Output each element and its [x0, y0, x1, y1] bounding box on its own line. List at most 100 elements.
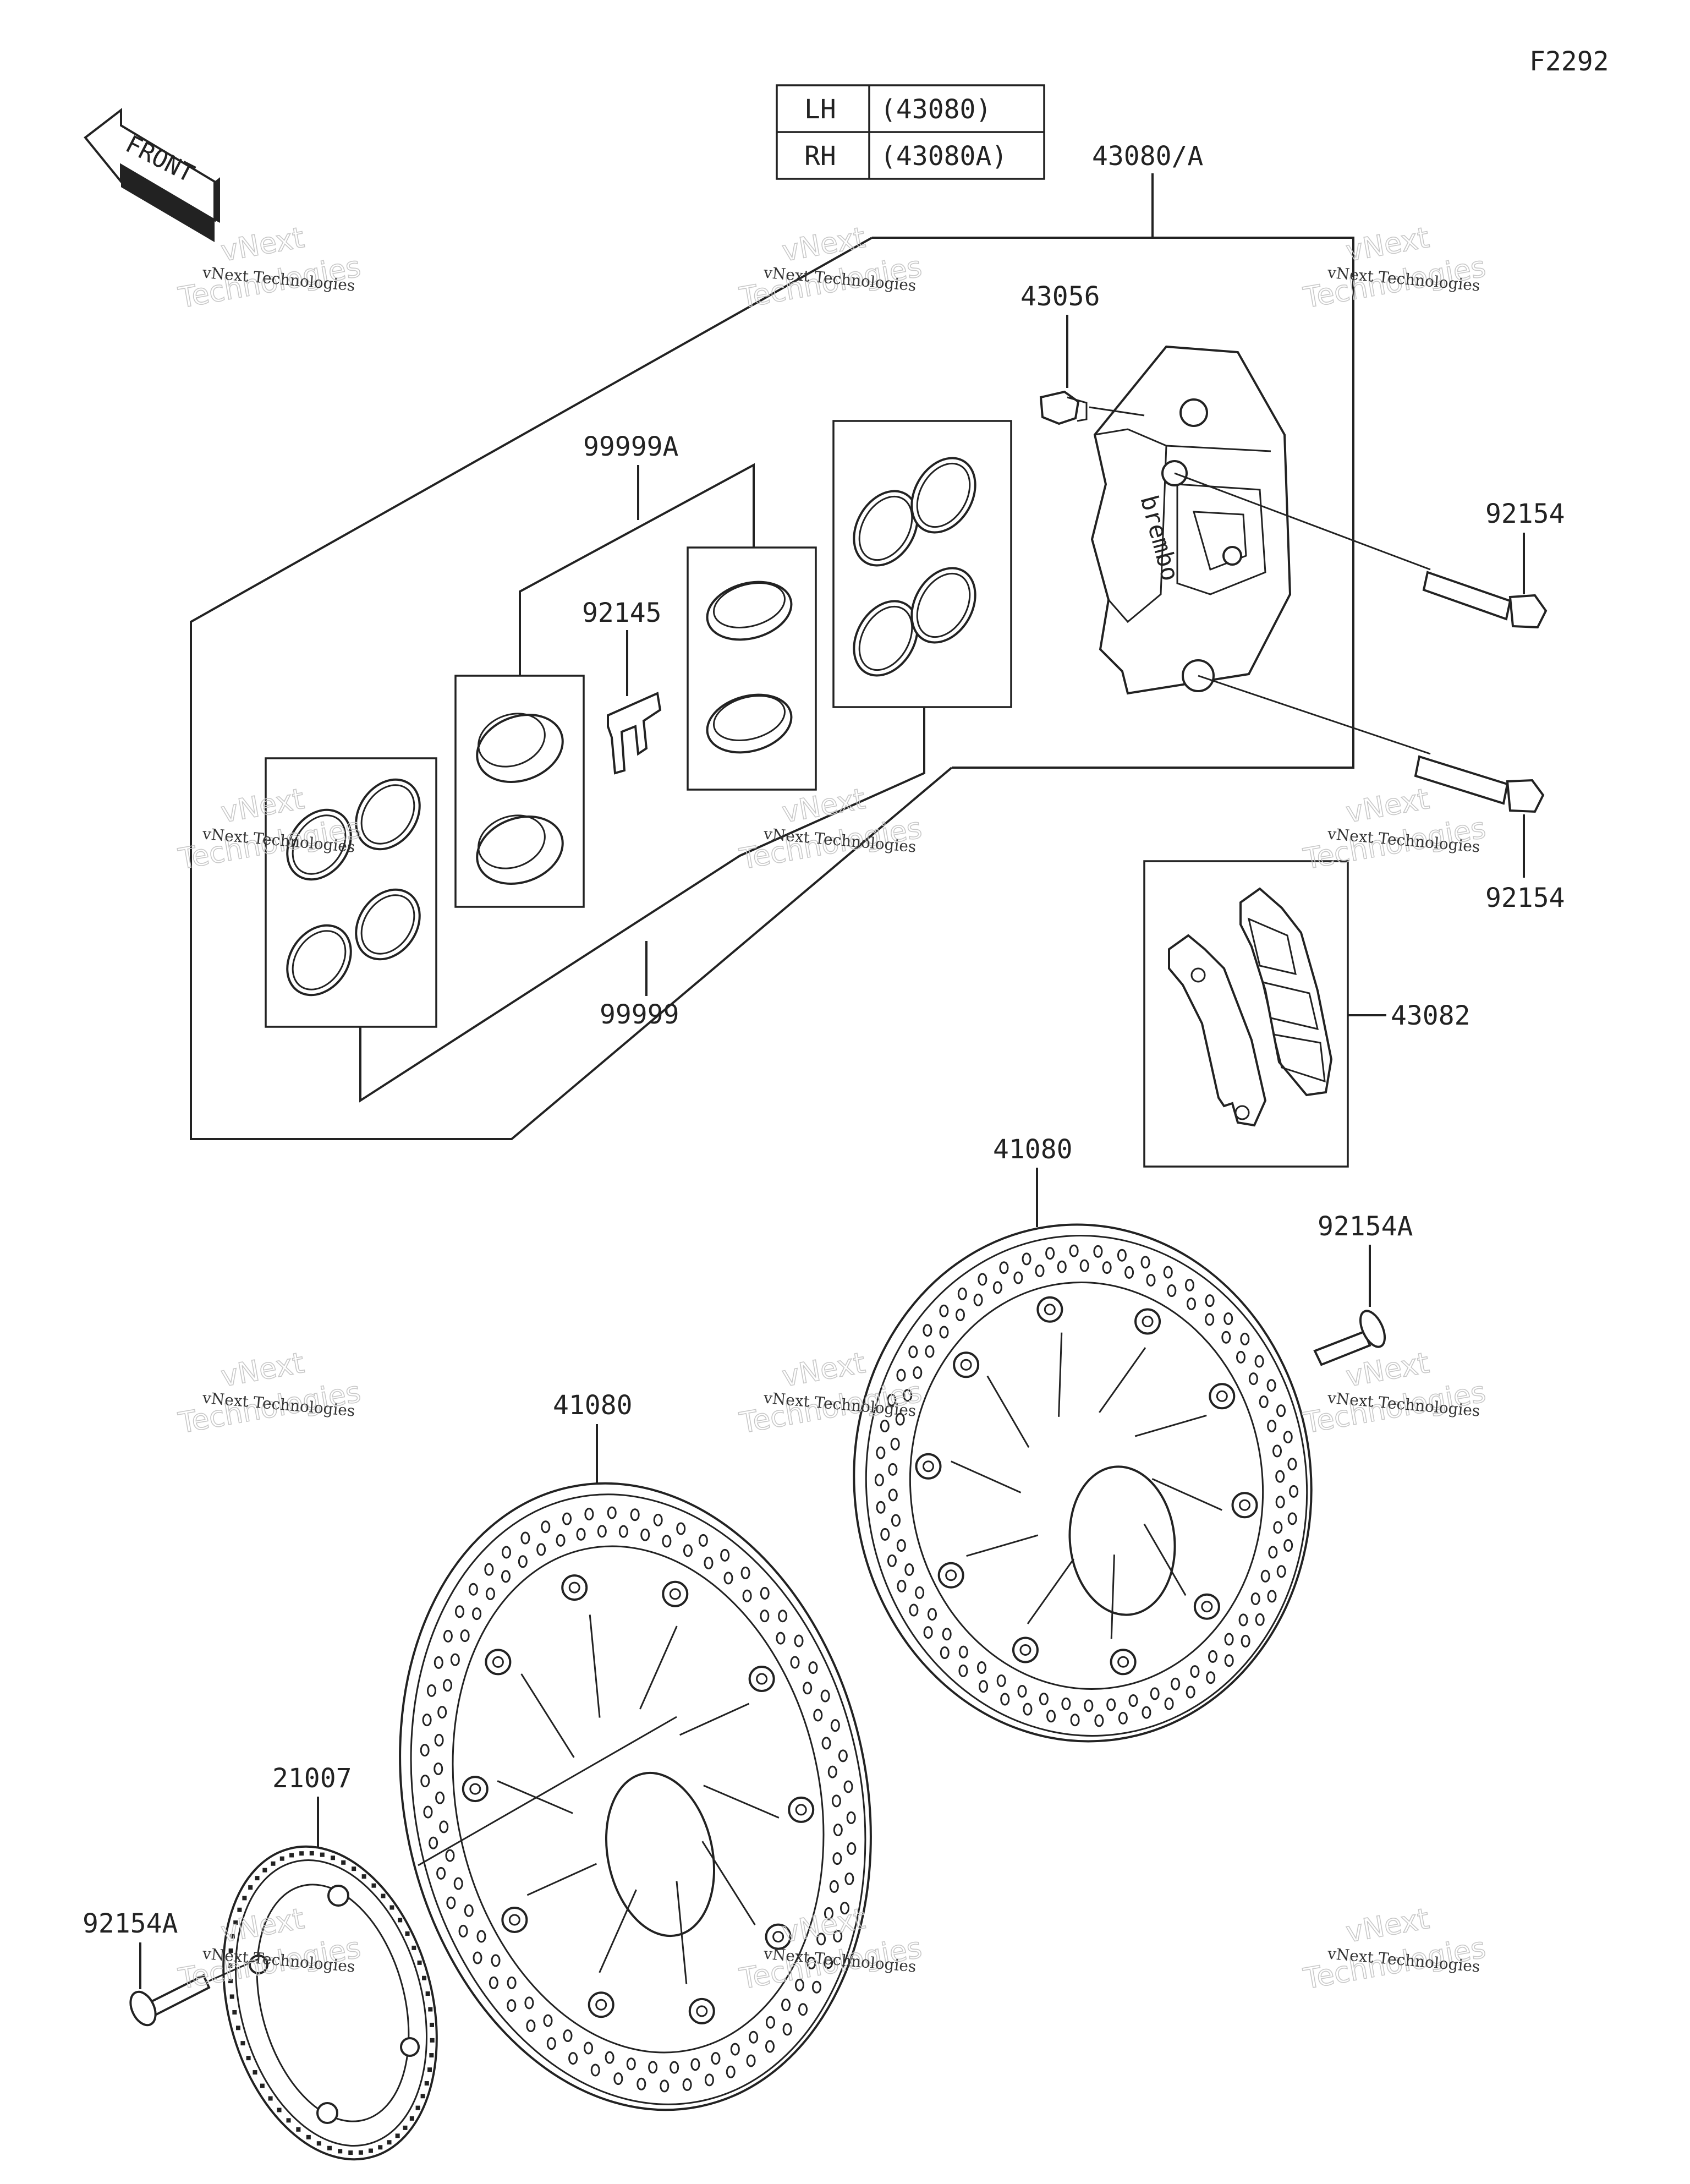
drill-hole: [939, 1304, 949, 1317]
drill-hole: [1273, 1521, 1283, 1534]
floating-button-center: [696, 2005, 708, 2017]
drill-hole: [1224, 1633, 1234, 1646]
drill-hole: [1208, 1650, 1218, 1663]
drill-hole: [1206, 1671, 1216, 1684]
drill-hole: [890, 1437, 900, 1450]
brake-caliper: brembo: [1090, 345, 1292, 695]
rotor-tooth: [381, 1893, 386, 1898]
rotor-tooth: [242, 1896, 247, 1901]
drill-hole: [464, 1904, 474, 1917]
drill-hole: [1221, 1331, 1231, 1344]
drill-hole: [1061, 1697, 1071, 1710]
drill-hole: [556, 1534, 566, 1547]
drill-hole: [576, 1528, 586, 1541]
drill-hole: [1171, 1677, 1181, 1690]
drill-hole: [955, 1309, 965, 1322]
callout-92145: 92145: [582, 598, 662, 628]
rotor-tooth: [309, 1851, 314, 1855]
floating-button-center: [595, 1999, 607, 2011]
drill-hole: [843, 1780, 853, 1793]
floating-button: [1193, 1593, 1220, 1620]
drill-hole: [720, 1548, 730, 1562]
callout-41080-right: 41080: [993, 1134, 1073, 1165]
floating-button: [1134, 1308, 1161, 1335]
rotor-tooth: [306, 2134, 311, 2139]
carrier-spoke: [986, 1375, 1030, 1448]
rotor-tooth: [338, 2149, 343, 2154]
drill-hole: [1283, 1539, 1293, 1552]
drill-hole: [978, 1273, 987, 1286]
drill-hole: [904, 1563, 914, 1576]
seal-kit-box-right: [832, 420, 1012, 708]
drill-hole: [811, 1980, 821, 1994]
drill-hole: [896, 1539, 906, 1552]
piston-icon: [706, 581, 793, 641]
drill-hole: [749, 2030, 759, 2044]
drill-hole: [746, 2054, 756, 2067]
drill-hole: [670, 2061, 679, 2074]
floating-button-center: [960, 1359, 972, 1371]
drill-hole: [888, 1488, 898, 1502]
drill-hole: [923, 1324, 932, 1337]
floating-button-center: [1044, 1304, 1056, 1316]
drill-hole: [473, 1951, 482, 1964]
rotor-tooth: [409, 2116, 414, 2121]
rotor-tooth: [371, 1883, 376, 1888]
drill-hole: [979, 1680, 989, 1693]
drill-hole: [1039, 1693, 1049, 1706]
drill-hole: [1057, 1260, 1067, 1273]
figure-code: F2292: [1529, 46, 1609, 77]
drill-hole: [880, 1528, 890, 1541]
drill-hole: [838, 1749, 848, 1762]
drill-hole: [1093, 1245, 1103, 1258]
drill-hole: [468, 1583, 478, 1596]
drill-hole: [1079, 1259, 1089, 1272]
callout-41080-left: 41080: [553, 1390, 633, 1421]
carrier-spoke: [589, 1614, 601, 1718]
drill-hole: [1102, 1261, 1112, 1274]
drill-hole: [876, 1501, 886, 1514]
drill-hole: [908, 1345, 918, 1359]
drill-hole: [568, 2052, 578, 2065]
rotor-tooth: [422, 1975, 427, 1980]
floating-button-center: [1019, 1644, 1031, 1656]
rotor-tooth: [352, 1866, 356, 1871]
carrier-spoke: [676, 1881, 688, 1984]
drill-hole: [897, 1579, 907, 1592]
drill-hole: [507, 1976, 517, 1989]
callout-92154-lower: 92154: [1485, 883, 1565, 913]
floating-button: [937, 1562, 964, 1589]
drill-hole: [1276, 1565, 1286, 1578]
drill-hole: [816, 1933, 826, 1946]
brake-pad-icon: [1239, 887, 1333, 1097]
floating-button: [788, 1796, 815, 1823]
drill-hole: [584, 1508, 594, 1521]
drill-hole: [637, 2077, 646, 2090]
drill-hole: [760, 1586, 770, 1600]
drill-hole: [1186, 1685, 1195, 1699]
rotor-tooth: [246, 2056, 251, 2061]
disc-bolt-left-icon: [129, 1958, 259, 2027]
drill-hole: [704, 2073, 714, 2087]
floating-button-center: [1117, 1656, 1129, 1668]
drill-hole: [846, 1811, 856, 1824]
drill-hole: [682, 2078, 692, 2091]
carrier-spoke: [951, 1460, 1022, 1493]
drill-hole: [491, 1954, 501, 1967]
floating-button-center: [669, 1588, 681, 1600]
drill-hole: [524, 1996, 534, 2010]
carrier-spoke: [679, 1703, 750, 1736]
drill-hole: [765, 2040, 775, 2053]
drill-hole: [808, 1661, 818, 1674]
callout-92154-upper: 92154: [1485, 499, 1565, 529]
floating-button-center: [1201, 1601, 1213, 1613]
drill-hole: [1267, 1590, 1277, 1603]
drill-hole: [439, 1820, 449, 1833]
drill-hole: [776, 1632, 786, 1645]
rotor-tooth: [358, 2150, 363, 2155]
drill-hole: [501, 1546, 511, 1559]
drill-hole: [829, 1880, 839, 1893]
rotor-tooth: [262, 1868, 267, 1873]
drill-hole: [794, 1634, 804, 1647]
table-side-rh: RH: [804, 141, 836, 172]
